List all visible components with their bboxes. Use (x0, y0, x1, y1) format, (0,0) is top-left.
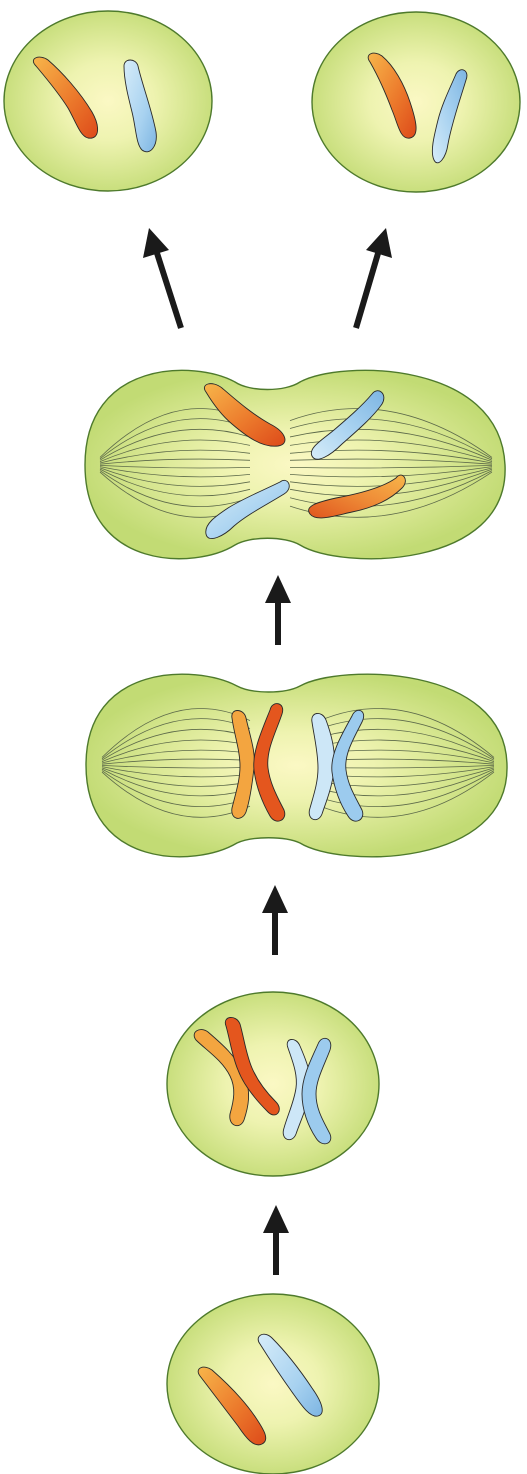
interphase-cell (167, 1294, 379, 1474)
cell-membrane (86, 674, 507, 857)
arrow-interphase-to-prophase (263, 1205, 289, 1275)
arrow-anaphase-to-daughter-left (143, 228, 181, 328)
arrow-metaphase-to-anaphase (265, 575, 291, 645)
cell-membrane (167, 1294, 379, 1474)
cell-membrane (312, 12, 520, 192)
prophase-cell (167, 992, 379, 1176)
cell-membrane (85, 370, 505, 558)
daughter-cell-right (312, 12, 520, 192)
metaphase-cell (86, 674, 507, 857)
cell-membrane (167, 992, 379, 1176)
anaphase-cell (85, 370, 505, 558)
daughter-cell-left (4, 11, 212, 191)
arrow-anaphase-to-daughter-right (356, 228, 392, 328)
cell-membrane (4, 11, 212, 191)
arrow-prophase-to-metaphase (262, 885, 288, 955)
